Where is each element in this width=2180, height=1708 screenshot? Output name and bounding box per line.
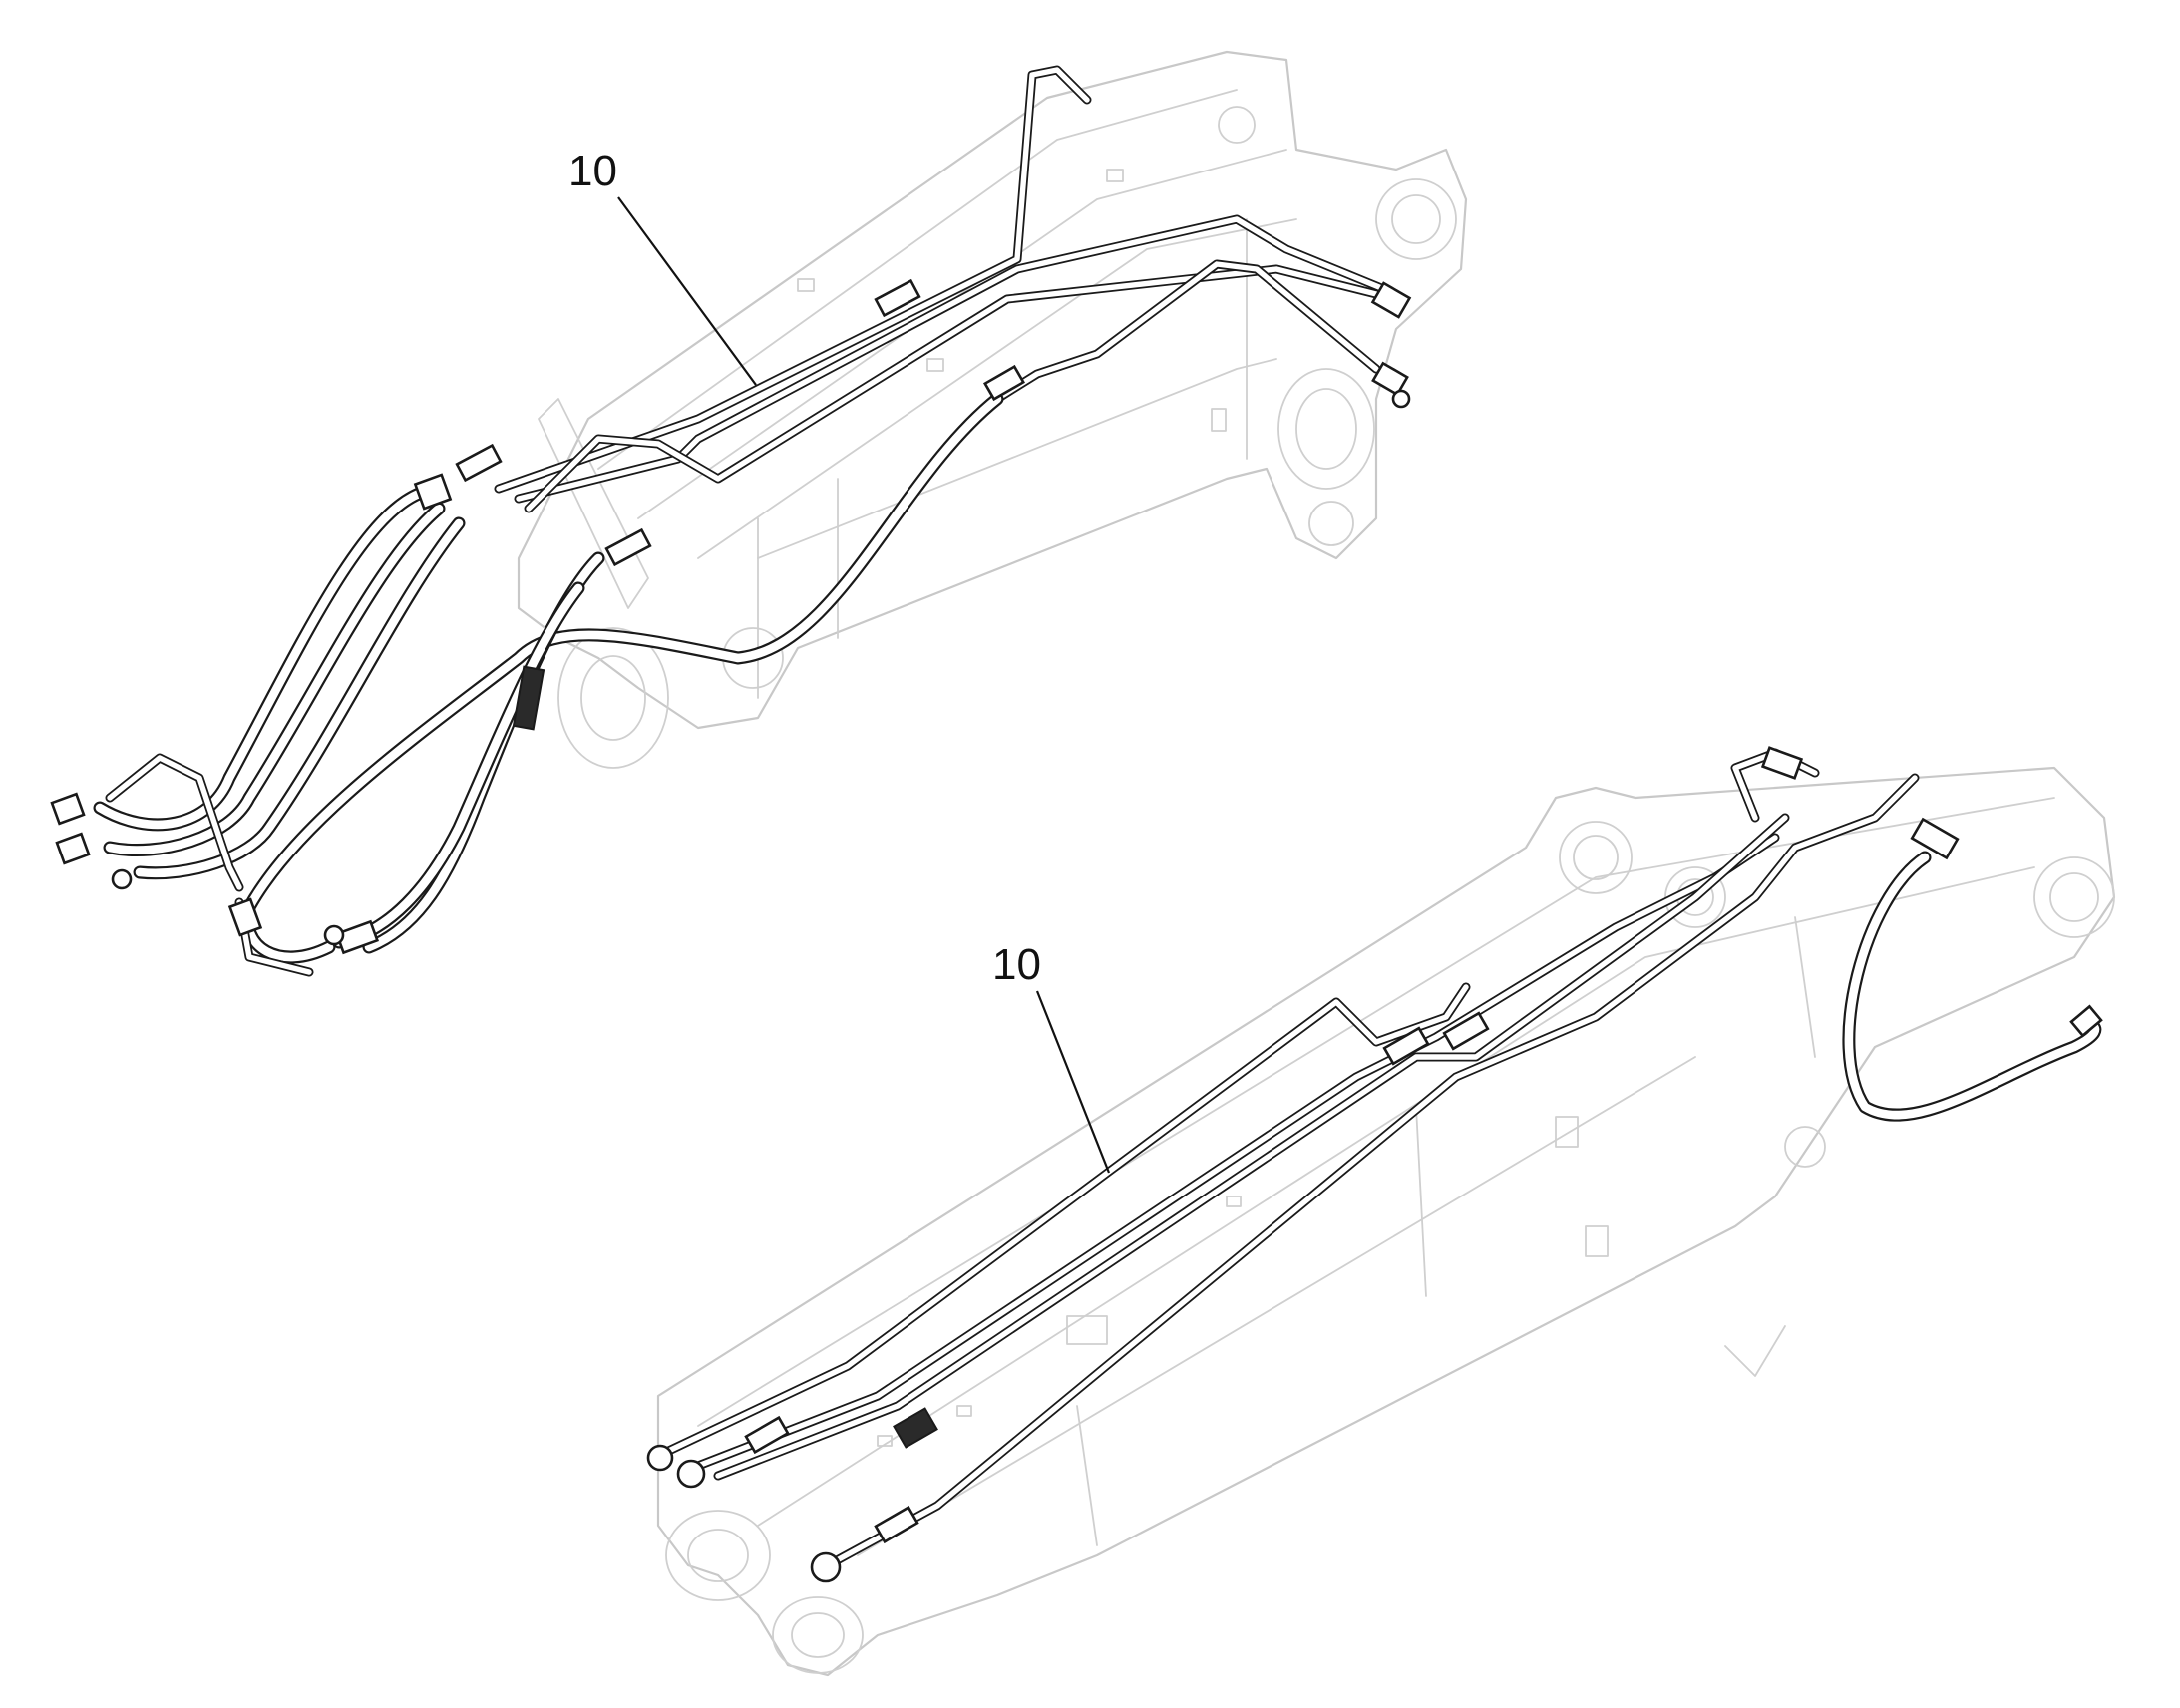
callout-lower: 10: [992, 940, 1111, 1174]
callout-upper-leader: [617, 196, 757, 386]
upper-fittings: [50, 278, 1412, 955]
lower-flexible-hoses: [1842, 851, 2102, 1122]
upper-boom-structure: [517, 50, 1468, 769]
callout-upper-label: 10: [568, 147, 617, 195]
callout-lower-label: 10: [992, 940, 1041, 989]
lower-arm-assembly: [646, 746, 2116, 1677]
lower-fittings: [646, 746, 2103, 1583]
callout-lower-leader: [1035, 990, 1111, 1174]
lower-arm-structure: [656, 766, 2116, 1677]
lower-rigid-tubes: [653, 748, 1920, 1570]
upper-boom-assembly: [50, 50, 1468, 977]
callout-upper: 10: [568, 147, 757, 386]
upper-rigid-tubes: [494, 65, 1401, 513]
